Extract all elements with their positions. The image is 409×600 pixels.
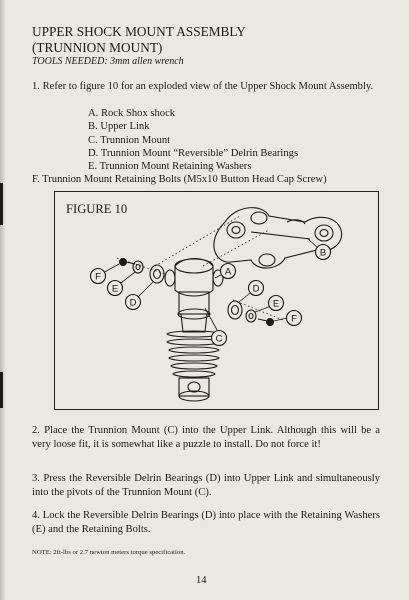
tools-needed: TOOLS NEEDED: 3mm allen wrench	[32, 56, 184, 67]
section-title-line2: (TRUNNION MOUNT)	[32, 40, 163, 55]
part-c: C. Trunnion Mount	[88, 134, 171, 146]
callout-f-left: F	[89, 267, 107, 285]
trunnion-mount-part	[164, 257, 224, 297]
callout-d-label: D	[130, 298, 137, 309]
callout-f-right: F	[285, 309, 303, 327]
section-title-line1: UPPER SHOCK MOUNT ASSEMBLY	[32, 24, 246, 39]
part-f: F. Trunnion Mount Retaining Bolts (M5x10…	[32, 174, 327, 185]
page-number: 14	[196, 575, 207, 586]
part-a: A. Rock Shox shock	[88, 108, 176, 119]
binding-shadow	[0, 0, 6, 600]
callout-d-left: D	[124, 293, 142, 311]
part-b: B. Upper Link	[88, 121, 150, 133]
right-hardware	[227, 300, 275, 327]
callout-e-label: E	[112, 284, 118, 295]
callout-c-label: C	[216, 334, 223, 345]
binding-mark	[0, 183, 3, 225]
part-e: E. Trunnion Mount Retaining Washers	[88, 161, 252, 173]
callout-f-label: F	[95, 272, 101, 283]
section-title: UPPER SHOCK MOUNT ASSEMBLY (TRUNNION MOU…	[32, 24, 246, 56]
part-d: D. Trunnion Mount “Reversible” Delrin Be…	[88, 147, 299, 159]
step-3-text: 3. Press the Reversible Delrin Bearings …	[32, 473, 380, 498]
figure-10: FIGURE 10	[54, 191, 379, 410]
left-hardware	[118, 257, 165, 284]
callout-e-left: E	[106, 279, 124, 297]
parts-list: A. Rock Shox shock B. Upper Link C. Trun…	[88, 107, 298, 173]
exploded-view-drawing: A B C F E D D	[89, 207, 343, 402]
step-4-text: 4. Lock the Reversible Delrin Bearings (…	[32, 510, 380, 535]
callout-d-right: D	[247, 279, 265, 297]
upper-link-part	[213, 207, 343, 269]
callout-d-label: D	[253, 284, 260, 295]
step-1-text: 1. Refer to figure 10 for an exploded vi…	[32, 81, 374, 92]
callout-e-right: E	[267, 294, 285, 312]
callout-a-label: A	[225, 267, 232, 278]
callout-f-label: F	[291, 314, 297, 325]
shock-absorber-part	[166, 291, 222, 402]
callout-b: B	[314, 243, 332, 261]
callout-a: A	[219, 262, 237, 280]
callout-e-label: E	[273, 299, 279, 310]
figure-title: FIGURE 10	[66, 202, 128, 216]
step-2-text: 2. Place the Trunnion Mount (C) into the…	[32, 425, 380, 450]
assembly-guide-lines	[116, 215, 284, 321]
torque-note: NOTE: 2ft-lbs or 2.7 newton meters torqu…	[32, 549, 186, 556]
callout-c: C	[210, 329, 228, 347]
callout-b-label: B	[320, 248, 326, 259]
binding-mark	[0, 372, 3, 408]
